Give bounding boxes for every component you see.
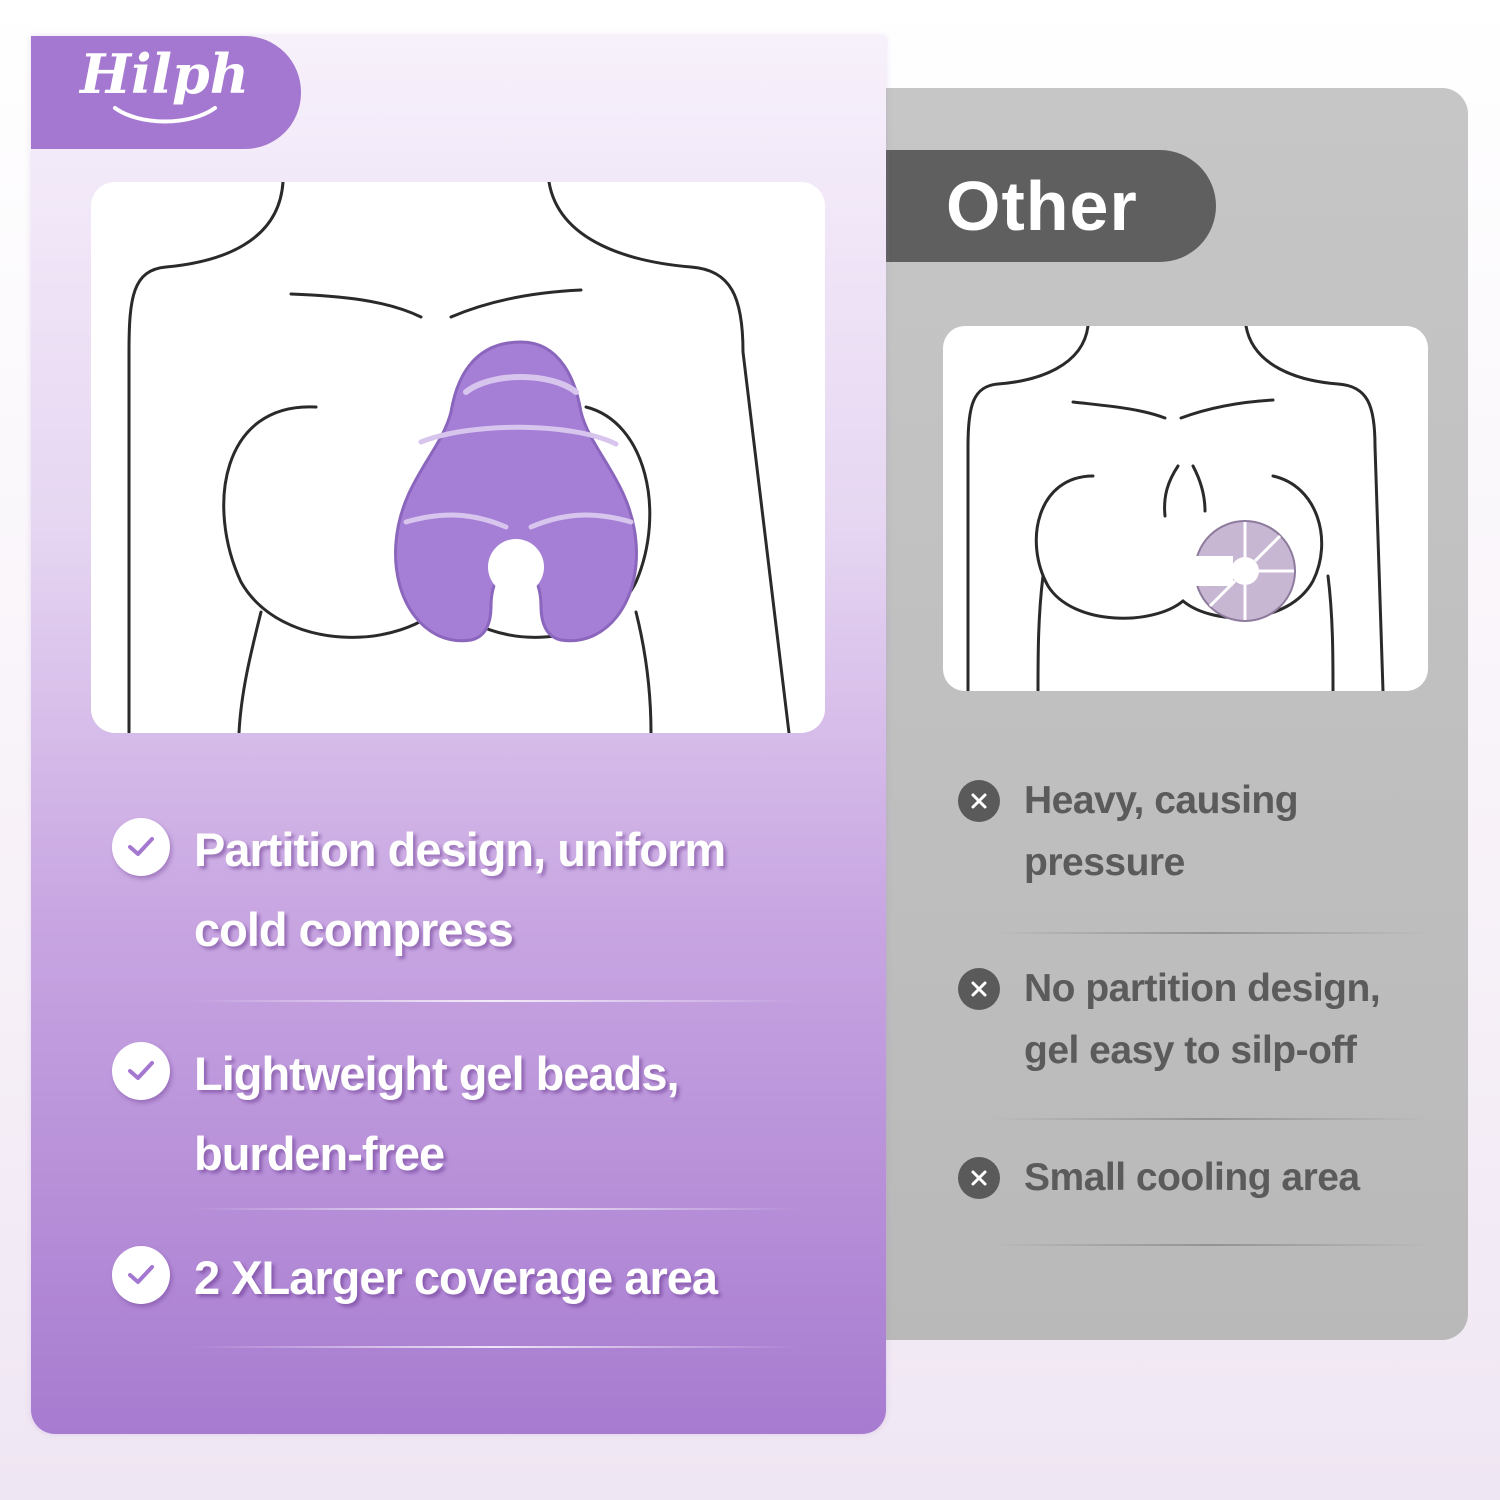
drawback-item: No partition design, gel easy to silp-of… (958, 958, 1381, 1082)
check-icon (112, 1246, 170, 1304)
drawback-line: No partition design, (1024, 967, 1381, 1010)
check-icon (112, 1042, 170, 1100)
feature-item: Partition design, uniform cold compress (112, 810, 726, 970)
feature-text: Partition design, uniform cold compress (194, 810, 726, 970)
other-comparison-card (860, 88, 1468, 1340)
small-gel-pad (1183, 520, 1296, 622)
divider (190, 1346, 800, 1348)
feature-text: 2 XLarger coverage area (194, 1238, 718, 1318)
drawback-text: Heavy, causing pressure (1024, 770, 1299, 894)
other-title: Other (946, 167, 1138, 245)
x-icon (958, 1157, 1000, 1199)
drawback-line: Small cooling area (1024, 1156, 1360, 1199)
feature-line: Partition design, uniform (194, 823, 726, 876)
brand-name: Hilph (80, 42, 250, 106)
drawback-line: pressure (1024, 841, 1185, 884)
hilph-product-illustration (91, 182, 825, 733)
drawback-line: Heavy, causing (1024, 779, 1299, 822)
divider (190, 1000, 800, 1002)
feature-text: Lightweight gel beads, burden-free (194, 1034, 680, 1194)
drawback-text: Small cooling area (1024, 1147, 1360, 1209)
drawback-text: No partition design, gel easy to silp-of… (1024, 958, 1381, 1082)
feature-item: 2 XLarger coverage area (112, 1238, 718, 1318)
torso-with-small-pad-illustration (966, 326, 1385, 691)
feature-line: Lightweight gel beads, (194, 1047, 680, 1100)
hilph-brand-tag (31, 36, 301, 149)
other-title-tag: Other (860, 150, 1216, 262)
divider (990, 1118, 1430, 1120)
torso-with-large-pad-illustration (127, 182, 791, 733)
x-icon (958, 780, 1000, 822)
drawback-line: gel easy to silp-off (1024, 1029, 1357, 1072)
divider (990, 932, 1430, 934)
divider (190, 1208, 800, 1210)
hilph-logo: Hilph (80, 42, 250, 124)
logo-smile-icon (113, 106, 217, 124)
check-icon (112, 818, 170, 876)
feature-item: Lightweight gel beads, burden-free (112, 1034, 680, 1194)
drawback-item: Heavy, causing pressure (958, 770, 1299, 894)
feature-line: cold compress (194, 903, 514, 956)
divider (990, 1244, 1430, 1246)
x-icon (958, 968, 1000, 1010)
other-product-illustration (943, 326, 1428, 691)
feature-line: 2 XLarger coverage area (194, 1251, 718, 1304)
drawback-item: Small cooling area (958, 1147, 1360, 1209)
large-gel-pad (394, 340, 638, 643)
feature-line: burden-free (194, 1127, 445, 1180)
